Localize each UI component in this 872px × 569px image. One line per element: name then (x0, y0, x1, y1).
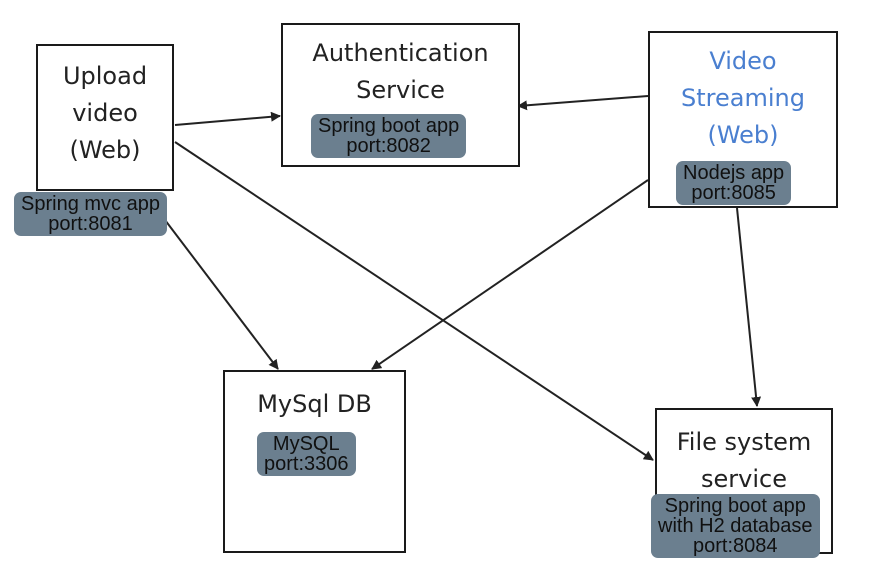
authentication-service-tag-app: Spring boot app (318, 115, 460, 137)
file-system-service-tag-db: with H2 database (658, 515, 813, 537)
video-streaming-tag: Nodejs app port:8085 (676, 161, 792, 205)
authentication-service-node: Authentication Service (281, 23, 520, 167)
edge-streaming-to-filesystem (736, 207, 762, 407)
mysql-db-tag: MySQL port:3306 (257, 432, 356, 476)
mysql-db-tag-port: port:3306 (264, 453, 349, 475)
file-system-service-tag-port: port:8084 (693, 535, 778, 557)
upload-video-tag: Spring mvc app port:8081 (14, 192, 167, 236)
upload-video-tag-app: Spring mvc app (21, 193, 160, 215)
edge-streaming-to-mysql (371, 179, 649, 370)
file-system-service-title: File system service (676, 428, 812, 493)
edge-upload-to-filesystem (174, 141, 654, 461)
video-streaming-tag-port: port:8085 (691, 182, 776, 204)
mysql-db-title: MySql DB (257, 390, 372, 418)
upload-video-tag-port: port:8081 (48, 213, 133, 235)
authentication-service-title: Authentication Service (312, 39, 489, 104)
upload-video-node: Upload video (Web) (36, 44, 174, 191)
video-streaming-title: Video Streaming (Web) (681, 47, 805, 149)
authentication-service-tag: Spring boot app port:8082 (311, 114, 467, 158)
upload-video-title: Upload video (Web) (62, 62, 148, 164)
edge-upload-to-auth (174, 111, 281, 126)
file-system-service-tag: Spring boot app with H2 database port:80… (651, 494, 820, 558)
edge-streaming-to-auth (517, 95, 649, 111)
edge-upload-to-mysql (164, 219, 279, 370)
mysql-db-tag-app: MySQL (272, 433, 340, 455)
video-streaming-tag-app: Nodejs app (683, 162, 785, 184)
file-system-service-tag-app: Spring boot app (664, 495, 806, 517)
authentication-service-tag-port: port:8082 (346, 135, 431, 157)
